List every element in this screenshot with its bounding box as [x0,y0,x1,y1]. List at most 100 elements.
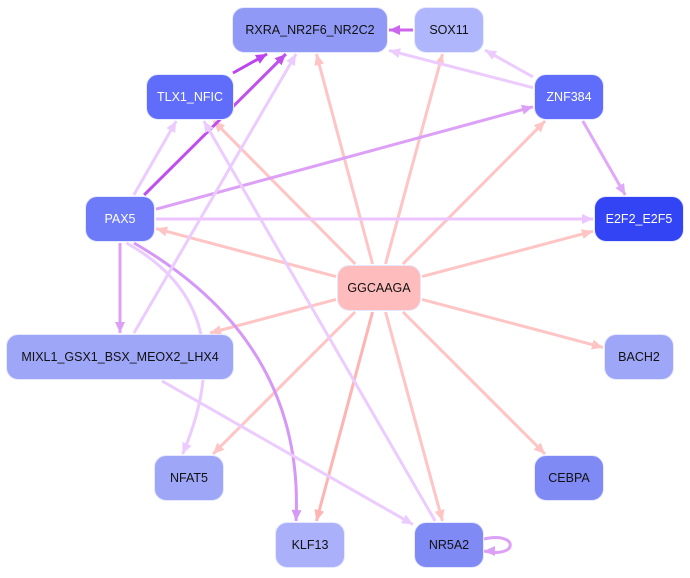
edge-GGCAAGA-to-MIXL1_GSX1_BSX_MEOX2_LHX4 [209,298,337,335]
edge-PAX5-to-RXRA_NR2F6_NR2C2 [143,52,287,197]
edge-ZNF384-to-SOX11 [484,48,534,79]
edge-line [421,297,604,349]
arrowhead [203,121,214,134]
node-label: KLF13 [291,538,329,552]
arrowhead [484,546,495,556]
edge-line [211,310,357,456]
edge-ZNF384-to-RXRA_NR2F6_NR2C2 [388,48,534,90]
edge-TLX1_NFIC-to-RXRA_NR2F6_NR2C2 [232,52,268,75]
arrowhead [156,226,168,237]
edge-GGCAAGA-to-KLF13 [314,311,375,522]
edge-line [384,53,444,265]
edge-line [401,310,547,456]
arrowhead [210,325,223,335]
edge-line [421,229,594,279]
edge-PAX5-to-NFAT5 [125,241,206,455]
node-label: TLX1_NFIC [157,90,223,104]
arrowhead [166,121,177,134]
node-label: RXRA_NR2F6_NR2C2 [245,23,375,37]
node-nr5a2[interactable]: NR5A2 [414,522,484,568]
arrowhead [533,121,546,133]
node-label: SOX11 [429,23,469,37]
edge-line [155,105,534,211]
node-klf13[interactable]: KLF13 [275,522,345,568]
edge-GGCAAGA-to-NR5A2 [384,311,445,522]
edge-line [209,298,337,335]
arrowhead [400,514,413,525]
edge-NR5A2-to-NR5A2 [483,536,512,556]
edge-line [132,53,298,334]
edge-GGCAAGA-to-NFAT5 [211,310,357,456]
arrowhead [581,229,593,239]
edge-line [155,227,337,278]
arrowhead [615,182,626,195]
node-label: NR5A2 [428,538,470,552]
edge-GGCAAGA-to-BACH2 [421,297,604,350]
node-e2f2_e2f5[interactable]: E2F2_E2F5 [594,196,684,242]
edge-PAX5-to-MIXL1_GSX1_BSX_MEOX2_LHX4 [115,243,125,333]
node-label: PAX5 [104,212,136,226]
arrowhead [521,104,533,115]
edge-GGCAAGA-to-PAX5 [155,226,337,278]
node-cebpa[interactable]: CEBPA [534,455,604,501]
edge-PAX5-to-ZNF384 [155,104,534,211]
arrowhead [314,54,325,66]
arrowhead [115,322,125,333]
edge-MIXL1_GSX1_BSX_MEOX2_LHX4-to-NR5A2 [161,379,414,526]
node-bach2[interactable]: BACH2 [604,334,674,380]
edge-line [388,48,534,90]
arrowhead [213,442,225,454]
edge-GGCAAGA-to-E2F2_E2F5 [421,229,594,279]
arrowhead [286,54,297,67]
arrowhead [389,48,401,59]
edge-GGCAAGA-to-TLX1_NFIC [212,119,357,266]
node-sox11[interactable]: SOX11 [414,7,484,53]
node-pax5[interactable]: PAX5 [85,196,155,242]
node-label: MIXL1_GSX1_BSX_MEOX2_LHX4 [21,350,219,364]
node-ggcaaga[interactable]: GGCAAGA [337,265,421,311]
edge-GGCAAGA-to-CEBPA [401,310,547,456]
edge-line [212,119,357,266]
edge-PAX5-to-E2F2_E2F5 [156,214,593,224]
edge-PAX5-to-KLF13 [133,241,302,522]
edge-line [132,120,178,196]
edge-SOX11-to-RXRA_NR2F6_NR2C2 [389,25,413,35]
edge-NR5A2-to-TLX1_NFIC [202,120,437,522]
arrowhead [485,50,498,60]
arrowhead [291,509,302,521]
node-rxra_nr2f6_nr2c2[interactable]: RXRA_NR2F6_NR2C2 [232,7,388,53]
edge-line [143,52,287,197]
edge-line [133,241,298,522]
edge-line [125,241,206,455]
arrowhead [314,509,325,521]
arrowhead [591,339,603,350]
arrowhead [389,25,400,35]
node-label: BACH2 [618,350,660,364]
arrowhead [533,442,545,454]
node-tlx1_nfic[interactable]: TLX1_NFIC [146,74,234,120]
node-label: CEBPA [548,471,590,485]
node-label: NFAT5 [170,471,208,485]
node-label: GGCAAGA [347,281,411,295]
edge-GGCAAGA-to-ZNF384 [401,119,547,266]
edge-PAX5-to-TLX1_NFIC [132,120,178,196]
edge-line [401,119,547,266]
node-mixl1_gsx1_bsx_meox2_lhx4[interactable]: MIXL1_GSX1_BSX_MEOX2_LHX4 [6,334,234,380]
node-label: E2F2_E2F5 [605,212,673,226]
edge-line [202,120,437,522]
arrowhead [582,214,593,224]
edge-line [384,311,444,522]
edge-line [581,120,627,196]
edge-MIXL1_GSX1_BSX_MEOX2_LHX4-to-RXRA_NR2F6_NR2C2 [132,53,298,334]
arrowhead [254,54,268,64]
node-label: ZNF384 [546,90,592,104]
node-znf384[interactable]: ZNF384 [534,74,604,120]
arrowhead [182,441,192,454]
edge-line [161,379,414,526]
arrowhead [274,54,286,66]
edge-line [314,311,375,522]
node-nfat5[interactable]: NFAT5 [154,455,224,501]
arrowhead [434,509,445,521]
